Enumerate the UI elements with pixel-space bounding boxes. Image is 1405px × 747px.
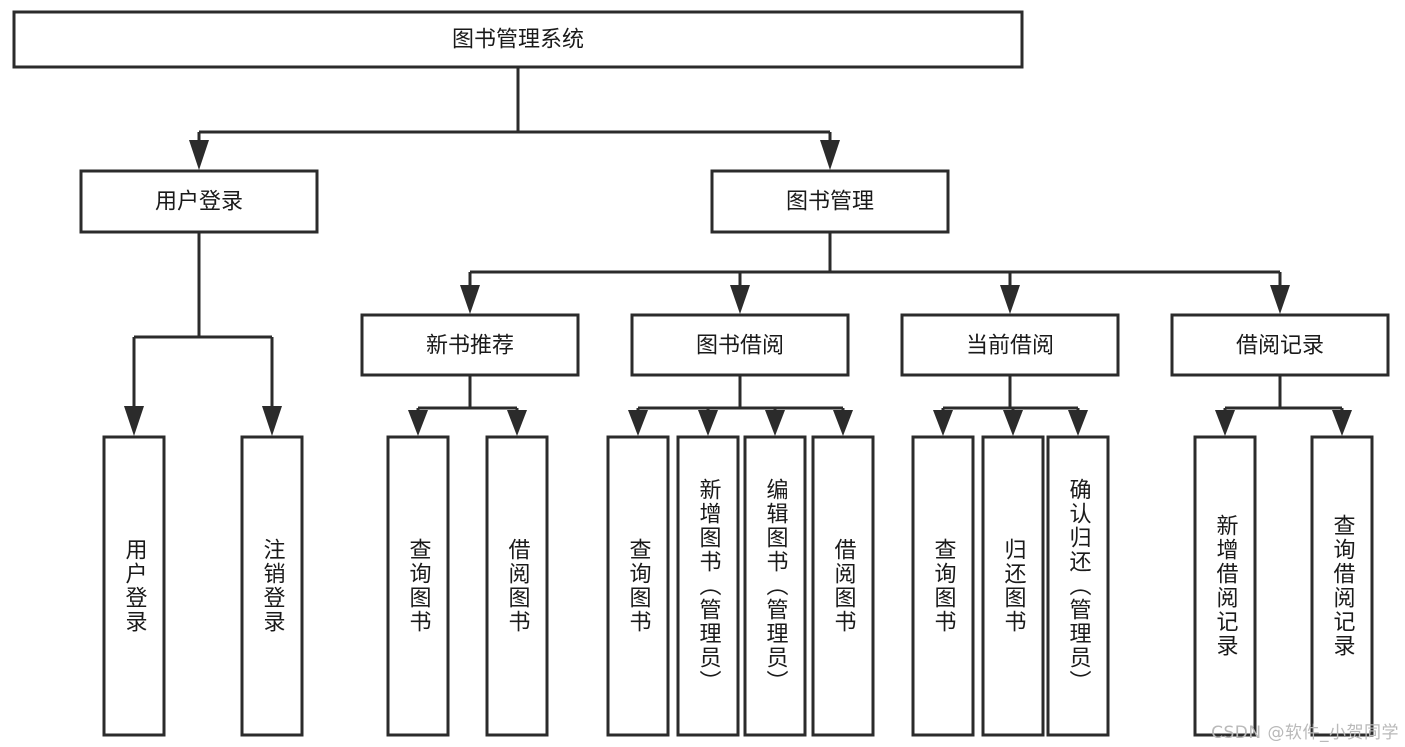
- connector-group-root: [189, 67, 840, 170]
- arrow-borrow-record-leaf2-icon: [1332, 410, 1352, 436]
- node-leaf-add-book-box[interactable]: [676, 435, 740, 737]
- node-book-borrow[interactable]: 图书借阅: [630, 313, 850, 377]
- arrow-book-manage-to-borrow-record-icon: [1270, 285, 1290, 314]
- node-leaf-query-record-box[interactable]: [1310, 435, 1374, 737]
- arrow-user-login-leaf1-icon: [124, 406, 144, 436]
- arrow-new-book-rec-leaf2-icon: [507, 410, 527, 436]
- node-root-label: 图书管理系统: [452, 28, 584, 53]
- node-borrow-record-box: [1170, 313, 1390, 377]
- node-user-login-box: [79, 169, 319, 234]
- node-book-borrow-box: [630, 313, 850, 377]
- arrow-current-borrow-leaf1-icon: [933, 410, 953, 436]
- connector-group-user-login: [124, 232, 282, 436]
- node-leaf-confirm-return-box[interactable]: [1046, 435, 1110, 737]
- connector-group-book-manage: [460, 232, 1290, 314]
- arrow-book-borrow-leaf1-icon: [628, 410, 648, 436]
- csdn-watermark: CSDN @软件_小贺同学: [1211, 723, 1399, 743]
- connector-group-new-book-rec: [408, 375, 527, 436]
- node-root-box: [12, 10, 1024, 69]
- arrow-book-manage-to-current-borrow-icon: [1000, 285, 1020, 314]
- arrow-book-manage-to-new-book-rec-icon: [460, 285, 480, 314]
- node-book-manage-label: 图书管理: [786, 190, 874, 215]
- node-new-book-rec-box: [360, 313, 580, 377]
- node-book-manage[interactable]: 图书管理: [710, 169, 950, 234]
- node-leaf-query-book-3-box[interactable]: [911, 435, 975, 737]
- arrow-user-login-leaf2-icon: [262, 406, 282, 436]
- node-new-book-rec-label: 新书推荐: [426, 334, 514, 359]
- node-root[interactable]: 图书管理系统: [12, 10, 1024, 69]
- node-leaf-user-login-box[interactable]: [102, 435, 166, 737]
- node-user-login-label: 用户登录: [155, 190, 243, 215]
- node-new-book-rec[interactable]: 新书推荐: [360, 313, 580, 377]
- arrow-book-manage-to-book-borrow-icon: [730, 285, 750, 314]
- node-current-borrow-box: [900, 313, 1120, 377]
- node-leaf-borrow-book-1-box[interactable]: [485, 435, 549, 737]
- arrow-book-borrow-leaf4-icon: [833, 410, 853, 436]
- node-current-borrow[interactable]: 当前借阅: [900, 313, 1120, 377]
- node-leaf-return-book-box[interactable]: [981, 435, 1045, 737]
- node-user-login[interactable]: 用户登录: [79, 169, 319, 234]
- node-leaf-logout-box[interactable]: [240, 435, 304, 737]
- arrow-root-to-user-login-icon: [189, 140, 209, 170]
- node-current-borrow-label: 当前借阅: [966, 334, 1054, 359]
- arrow-current-borrow-leaf2-icon: [1003, 410, 1023, 436]
- connector-group-current-borrow: [933, 375, 1088, 436]
- arrow-new-book-rec-leaf1-icon: [408, 410, 428, 436]
- node-borrow-record[interactable]: 借阅记录: [1170, 313, 1390, 377]
- arrow-root-to-book-manage-icon: [820, 140, 840, 170]
- arrow-current-borrow-leaf3-icon: [1068, 410, 1088, 436]
- node-leaf-query-book-2-box[interactable]: [606, 435, 670, 737]
- node-book-manage-box: [710, 169, 950, 234]
- node-leaf-edit-book-box[interactable]: [743, 435, 807, 737]
- arrow-book-borrow-leaf2-icon: [698, 410, 718, 436]
- node-leaf-borrow-book-2-box[interactable]: [811, 435, 875, 737]
- node-leaf-add-record-box[interactable]: [1193, 435, 1257, 737]
- node-book-borrow-label: 图书借阅: [696, 334, 784, 359]
- arrow-book-borrow-leaf3-icon: [765, 410, 785, 436]
- node-borrow-record-label: 借阅记录: [1236, 334, 1324, 359]
- connector-group-borrow-record: [1215, 375, 1352, 436]
- connector-group-book-borrow: [628, 375, 853, 436]
- arrow-borrow-record-leaf1-icon: [1215, 410, 1235, 436]
- node-leaf-query-book-1-box[interactable]: [386, 435, 450, 737]
